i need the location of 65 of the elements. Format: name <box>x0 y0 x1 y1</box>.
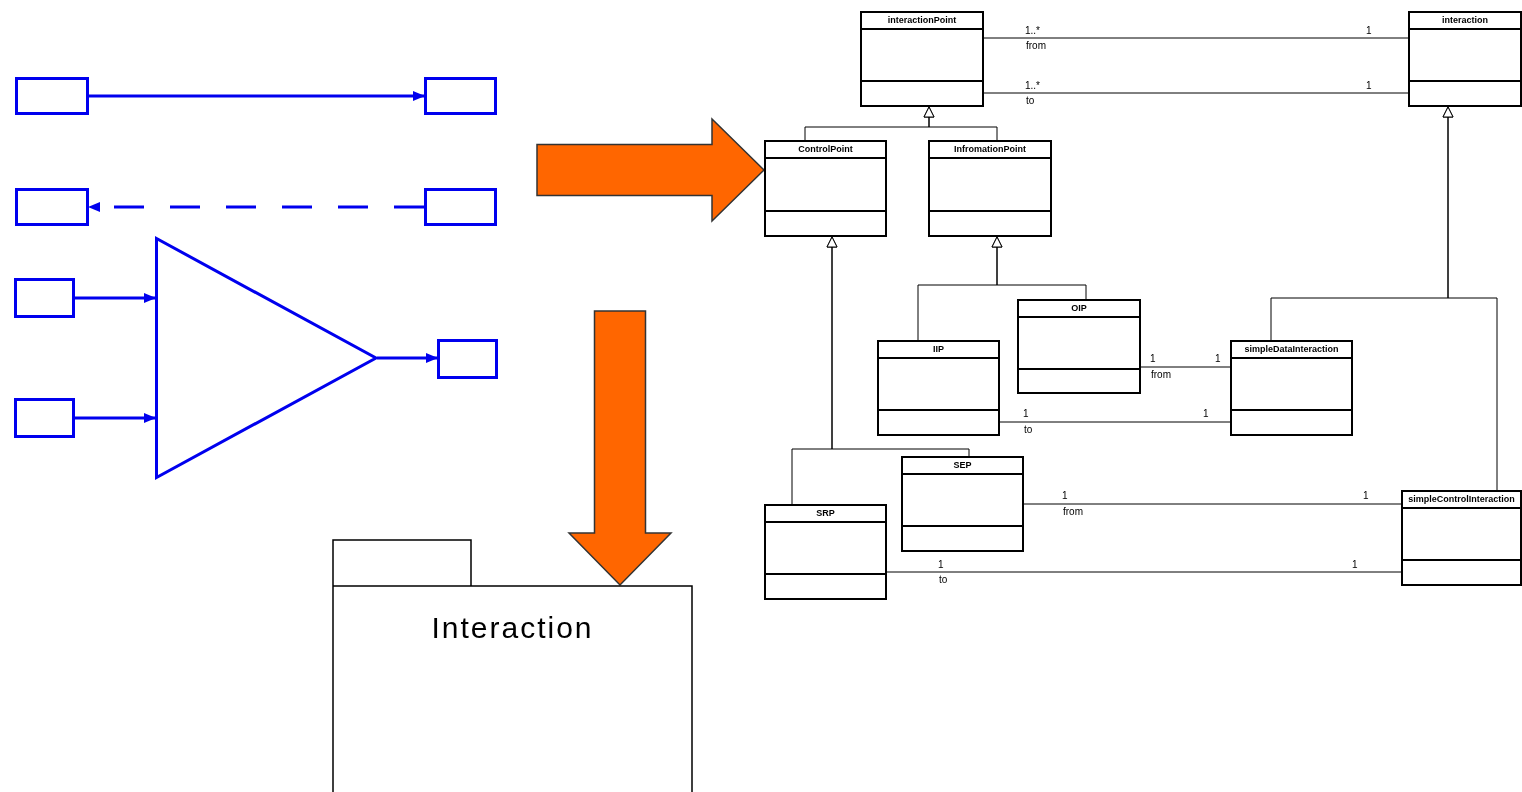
class-box <box>1408 11 1522 107</box>
generalization-arrow <box>1442 106 1498 491</box>
triangle-shape <box>155 237 377 479</box>
association-line <box>886 571 1402 573</box>
class-box <box>1401 490 1522 586</box>
empty-box <box>437 339 498 379</box>
association-line <box>983 37 1409 39</box>
edge-label: to <box>1025 96 1036 106</box>
edge-label: from <box>1062 507 1084 517</box>
empty-box <box>424 188 497 226</box>
multiplicity-label: 1 <box>1363 491 1369 501</box>
multiplicity-label: 1 <box>1366 81 1372 91</box>
multiplicity-label: 1 <box>1366 26 1372 36</box>
class-box <box>1230 340 1353 436</box>
block-arrow <box>567 310 673 587</box>
association-line <box>1140 366 1231 368</box>
multiplicity-label: 1 <box>938 560 944 570</box>
multiplicity-label: 1 <box>1062 491 1068 501</box>
multiplicity-label: 1 <box>1023 409 1029 419</box>
multiplicity-label: 1..* <box>1025 81 1040 91</box>
arrow <box>377 353 438 363</box>
generalization-arrow <box>826 236 970 457</box>
class-box <box>928 140 1052 237</box>
arrow <box>75 413 156 423</box>
multiplicity-label: 1 <box>1352 560 1358 570</box>
edge-label: from <box>1150 370 1172 380</box>
class-name: simpleDataInteraction <box>1244 345 1339 354</box>
empty-box <box>14 398 75 438</box>
edge-label: from <box>1025 41 1047 51</box>
package-box <box>332 539 693 792</box>
class-box <box>764 504 887 600</box>
arrow <box>88 202 424 212</box>
empty-box <box>424 77 497 115</box>
class-name: interaction <box>1442 16 1488 25</box>
multiplicity-label: 1 <box>1215 354 1221 364</box>
class-box <box>901 456 1024 552</box>
association-line <box>983 92 1409 94</box>
class-box <box>877 340 1000 436</box>
class-name: interactionPoint <box>887 16 957 25</box>
class-box <box>860 11 984 107</box>
edge-label: to <box>1023 425 1034 435</box>
class-name: InfromationPoint <box>954 145 1026 154</box>
class-name: SRP <box>816 509 835 518</box>
class-name: OIP <box>1071 304 1087 313</box>
class-box <box>1017 299 1141 394</box>
class-box <box>764 140 887 237</box>
empty-box <box>15 77 89 115</box>
multiplicity-label: 1 <box>1203 409 1209 419</box>
class-name: IIP <box>933 345 944 354</box>
block-arrow <box>536 117 766 223</box>
arrow <box>89 91 425 101</box>
association-line <box>1023 503 1402 505</box>
package-name: Interaction <box>430 613 595 643</box>
empty-box <box>14 278 75 318</box>
class-name: simpleControlInteraction <box>1408 495 1515 504</box>
edge-label: to <box>938 575 949 585</box>
association-line <box>999 421 1231 423</box>
empty-box <box>15 188 89 226</box>
multiplicity-label: 1..* <box>1025 26 1040 36</box>
class-name: ControlPoint <box>798 145 853 154</box>
generalization-arrow <box>991 236 1087 300</box>
multiplicity-label: 1 <box>1150 354 1156 364</box>
class-name: SEP <box>953 461 972 470</box>
arrow <box>75 293 156 303</box>
generalization-arrow <box>923 106 998 141</box>
